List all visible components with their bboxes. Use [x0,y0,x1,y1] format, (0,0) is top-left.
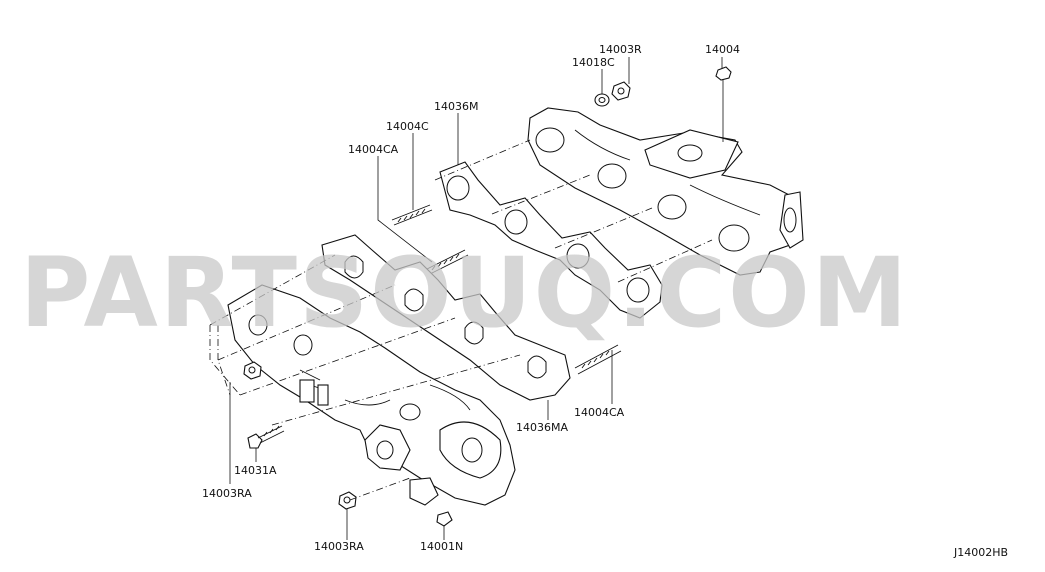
alignment-lines [209,139,713,501]
exhaust-manifold-upper[interactable] [527,107,804,276]
washer-14018c[interactable] [594,93,610,107]
label-14003r[interactable]: 14003R [599,43,642,56]
leader-lines [229,57,724,540]
nut-14003ra-bottom[interactable] [338,491,357,510]
label-14036ma[interactable]: 14036MA [516,421,568,434]
clip-14001n[interactable] [436,511,453,527]
label-14031a[interactable]: 14031A [234,464,277,477]
nut-14004[interactable] [715,66,732,81]
label-14001n[interactable]: 14001N [420,540,463,553]
label-14018c[interactable]: 14018C [572,56,615,69]
label-14003ra-bottom[interactable]: 14003RA [314,540,364,553]
nut-14003ra-left[interactable] [243,361,262,380]
stud-14004ca-right[interactable] [574,344,622,375]
label-14004ca-right[interactable]: 14004CA [574,406,625,419]
label-14003ra-left[interactable]: 14003RA [202,487,252,500]
label-14004[interactable]: 14004 [705,43,740,56]
gasket-14036m[interactable] [439,161,663,319]
gasket-14036ma[interactable] [321,234,571,401]
stud-14004c[interactable] [391,204,433,226]
nut-14003r[interactable] [611,81,631,101]
watermark-text: PARTSOUQ.COM [20,237,909,349]
exhaust-manifold-lower[interactable] [227,284,516,506]
label-14004ca-top[interactable]: 14004CA [348,143,399,156]
diagram-code: J14002HB [953,546,1008,559]
bolt-14031a[interactable] [247,425,285,449]
label-14004c[interactable]: 14004C [386,120,429,133]
stud-14004ca-top[interactable] [424,249,469,276]
label-14036m[interactable]: 14036M [434,100,478,113]
